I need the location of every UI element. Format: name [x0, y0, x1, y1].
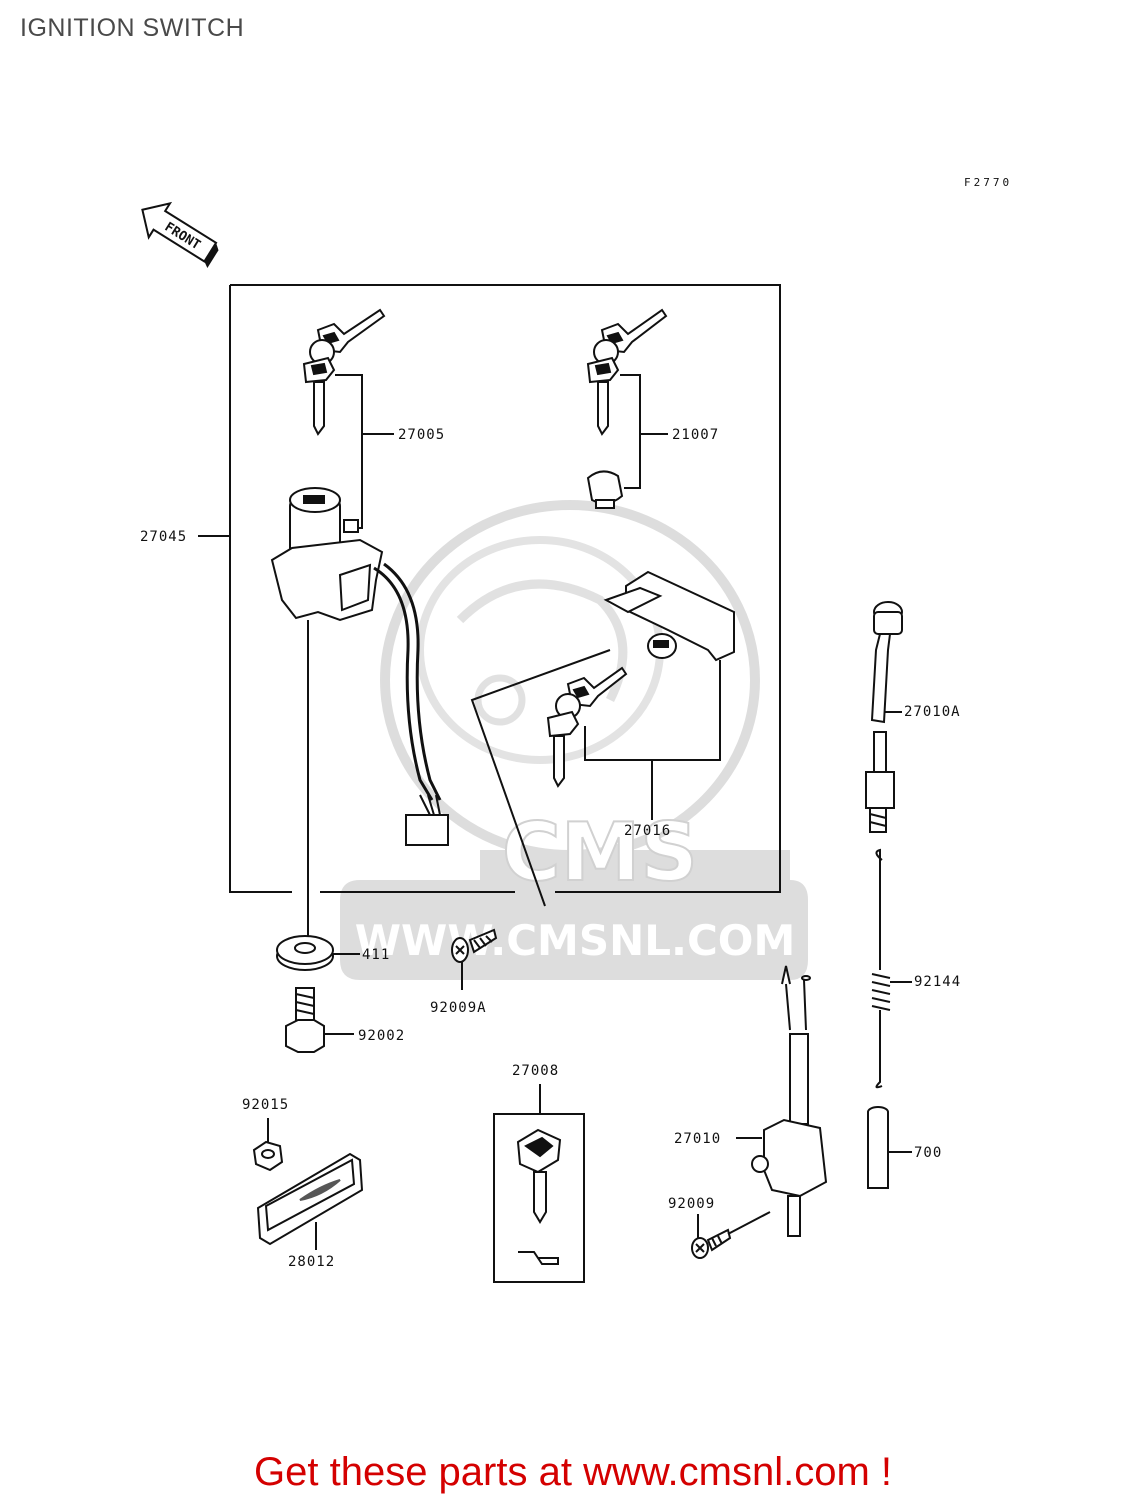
label-92009: 92009 [668, 1196, 715, 1212]
kit-box [229, 284, 781, 893]
screw-92009A [451, 928, 498, 963]
label-411: 411 [362, 947, 390, 963]
front-arrow: FRONT [141, 201, 219, 269]
nut-92015 [252, 1140, 284, 1172]
label-27010A: 27010A [904, 704, 961, 720]
watermark-url-text: WWW.CMSNL.COM [355, 916, 796, 965]
key-set-21007 [586, 308, 668, 509]
page-title: IGNITION SWITCH [20, 14, 245, 42]
bolt-92002 [285, 987, 325, 1053]
tube-700 [867, 1106, 889, 1189]
label-27010: 27010 [674, 1131, 721, 1147]
washer-411 [276, 935, 334, 971]
lock-27016 [546, 570, 735, 788]
label-27008: 27008 [512, 1063, 559, 1079]
diagram-code: F2770 [964, 176, 1013, 189]
spring-92144 [871, 848, 891, 1089]
switch-27010 [751, 965, 828, 1237]
footer-cta-link[interactable]: Get these parts at www.cmsnl.com ! [254, 1450, 892, 1494]
watermark-logo-text: CMS [502, 806, 698, 899]
switch-27010A [865, 601, 903, 833]
ignition-switch-27045 [270, 487, 449, 846]
label-92015: 92015 [242, 1097, 289, 1113]
emblem-28012 [256, 1152, 364, 1246]
label-27045: 27045 [140, 529, 187, 545]
cmsnl-watermark: CMS WWW.CMSNL.COM [340, 500, 808, 980]
label-28012: 28012 [288, 1254, 335, 1270]
label-21007: 21007 [672, 427, 719, 443]
label-700: 700 [914, 1145, 942, 1161]
label-27005: 27005 [398, 427, 445, 443]
key-set-27005 [302, 308, 386, 436]
label-92144: 92144 [914, 974, 961, 990]
label-27016: 27016 [624, 823, 671, 839]
label-92002: 92002 [358, 1028, 405, 1044]
screw-92009 [691, 1228, 732, 1259]
label-92009A: 92009A [430, 1000, 487, 1016]
key-blank-27008 [493, 1113, 585, 1283]
